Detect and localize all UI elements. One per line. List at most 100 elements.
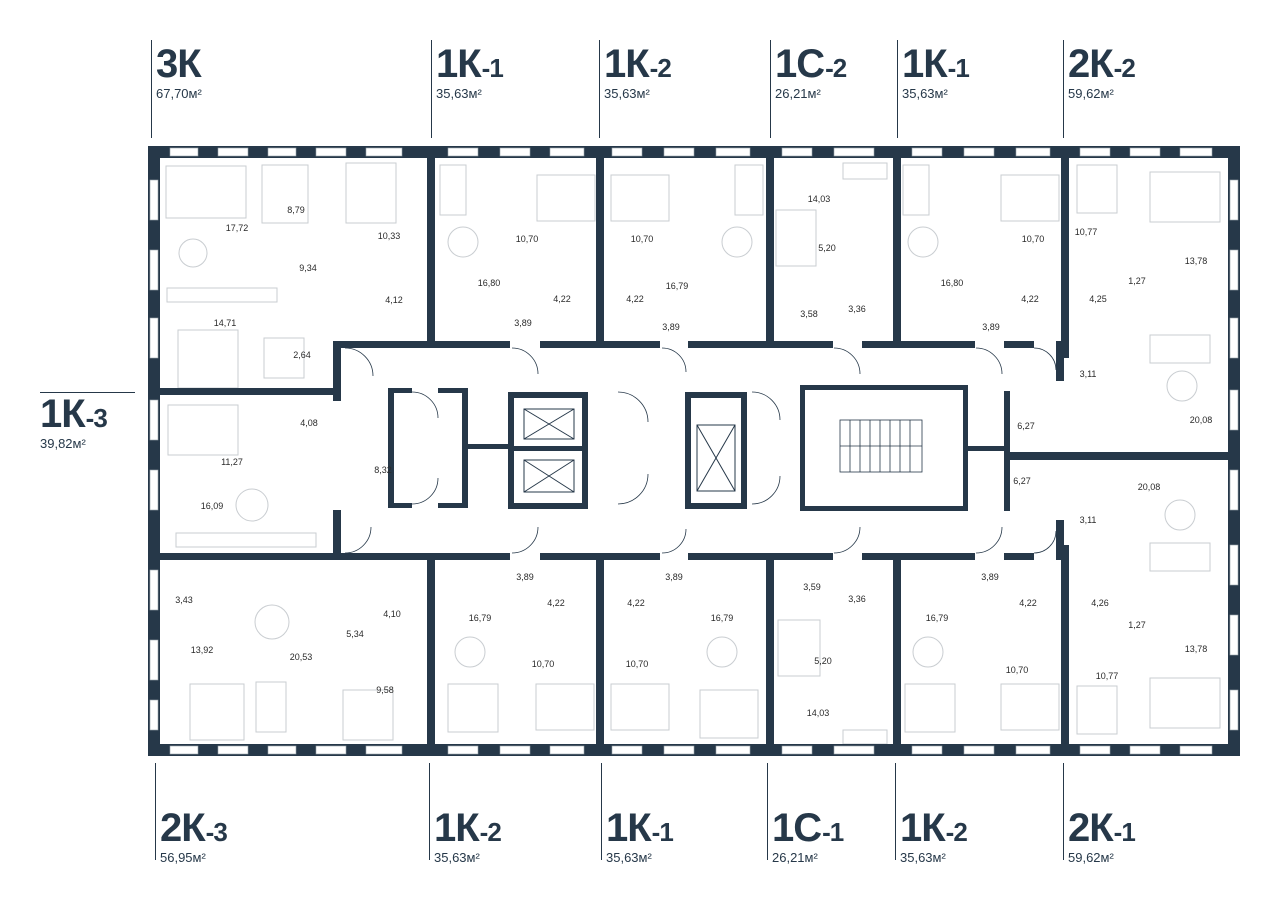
unit-label-top-3k: 3К 67,70м² — [156, 44, 202, 100]
elevators — [523, 408, 736, 493]
unit-area: 26,21м² — [772, 850, 818, 865]
room-area-value: 3,36 — [848, 594, 866, 604]
room-area-value: 3,11 — [1079, 515, 1097, 525]
unit-area: 35,63м² — [436, 86, 482, 101]
unit-area: 35,63м² — [606, 850, 652, 865]
room-area-value: 13,78 — [1184, 256, 1208, 266]
unit-type: 2К — [1068, 42, 1114, 86]
unit-label-bot-1k2a: 1К-2 35,63м² — [434, 806, 502, 865]
unit-code: 2К-2 — [1068, 42, 1136, 86]
unit-code: 1К-1 — [436, 44, 504, 84]
unit-type: 2К — [1068, 806, 1114, 850]
unit-pointer-line — [155, 763, 156, 860]
room-area-value: 3,89 — [981, 572, 999, 582]
unit-label-top-1k1a: 1К-1 35,63м² — [436, 44, 504, 101]
room-area-value: 16,79 — [665, 281, 689, 291]
unit-area: 35,63м² — [604, 86, 650, 101]
unit-pointer-line — [601, 763, 602, 860]
unit-pointer-line — [429, 763, 430, 860]
room-area-value: 17,72 — [225, 223, 249, 233]
room-area-value: 3,89 — [516, 572, 534, 582]
room-area-value: 4,26 — [1091, 598, 1109, 608]
unit-area: 67,70м² — [156, 86, 202, 101]
unit-variant: -2 — [825, 53, 847, 83]
unit-area: 56,95м² — [160, 850, 206, 865]
room-area-value: 1,27 — [1128, 620, 1146, 630]
room-area-value: 16,79 — [925, 613, 949, 623]
room-area-value: 4,22 — [627, 598, 645, 608]
room-area-value: 1,27 — [1128, 276, 1146, 286]
unit-code: 1С-1 — [772, 806, 844, 850]
room-area-value: 4,22 — [1021, 294, 1039, 304]
unit-variant: -1 — [822, 817, 844, 847]
room-area-value: 10,70 — [625, 659, 649, 669]
furniture-layer — [165, 162, 1221, 745]
room-area-value: 16,79 — [468, 613, 492, 623]
room-area-value: 3,59 — [803, 582, 821, 592]
room-area-value: 14,71 — [213, 318, 237, 328]
unit-type: 1К — [604, 42, 650, 86]
room-area-value: 6,27 — [1013, 476, 1031, 486]
unit-variant: -2 — [649, 53, 672, 83]
room-area-value: 3,58 — [800, 309, 818, 319]
room-area-value: 4,25 — [1089, 294, 1107, 304]
unit-label-bot-1k2b: 1К-2 35,63м² — [900, 808, 968, 865]
unit-pointer-line — [431, 40, 432, 138]
unit-code: 1К-2 — [900, 808, 968, 848]
unit-pointer-line — [770, 40, 771, 138]
unit-pointer-line — [151, 40, 152, 138]
unit-code: 1К-1 — [606, 808, 674, 848]
unit-area: 35,63м² — [434, 850, 480, 865]
room-area-value: 3,43 — [175, 595, 193, 605]
room-area-value: 16,80 — [940, 278, 964, 288]
room-area-value: 3,89 — [514, 318, 532, 328]
unit-area: 59,62м² — [1068, 86, 1114, 101]
unit-area: 35,63м² — [900, 850, 946, 865]
unit-area: 39,82м² — [40, 436, 86, 451]
room-area-value: 3,36 — [848, 304, 866, 314]
room-area-value: 4,12 — [385, 295, 403, 305]
unit-code: 3К — [156, 44, 202, 84]
unit-variant: -2 — [1113, 53, 1136, 83]
unit-variant: -3 — [85, 403, 108, 433]
room-area-value: 9,34 — [299, 263, 317, 273]
unit-pointer-line — [767, 763, 768, 860]
unit-variant: -1 — [947, 53, 970, 83]
room-area-value: 3,89 — [982, 322, 1000, 332]
unit-type: 1К — [434, 806, 480, 850]
room-area-value: 14,03 — [807, 194, 831, 204]
unit-code: 1К-1 — [902, 44, 970, 84]
unit-variant: -2 — [479, 817, 502, 847]
room-area-value: 20,08 — [1189, 415, 1213, 425]
room-area-value: 8,32 — [374, 465, 392, 475]
unit-type: 3К — [156, 42, 202, 86]
unit-pointer-line — [599, 40, 600, 138]
unit-pointer-line — [897, 40, 898, 138]
unit-variant: -1 — [1113, 817, 1136, 847]
windows — [149, 147, 1239, 755]
room-area-value: 13,92 — [190, 645, 214, 655]
unit-pointer-line — [895, 763, 896, 860]
unit-area: 26,21м² — [775, 86, 821, 101]
unit-variant: -2 — [945, 817, 968, 847]
room-area-value: 3,11 — [1079, 369, 1097, 379]
room-area-value: 5,34 — [346, 629, 364, 639]
room-area-value: 16,80 — [477, 278, 501, 288]
unit-code: 1К-2 — [604, 42, 672, 86]
unit-type: 2К — [160, 806, 206, 850]
unit-type: 1С — [772, 806, 822, 850]
room-area-value: 10,70 — [531, 659, 555, 669]
unit-variant: -1 — [651, 817, 674, 847]
room-area-value: 4,22 — [626, 294, 644, 304]
room-area-value: 10,70 — [515, 234, 539, 244]
room-area-value: 3,89 — [662, 322, 680, 332]
room-area-value: 10,70 — [1021, 234, 1045, 244]
room-area-value: 10,70 — [1005, 665, 1029, 675]
